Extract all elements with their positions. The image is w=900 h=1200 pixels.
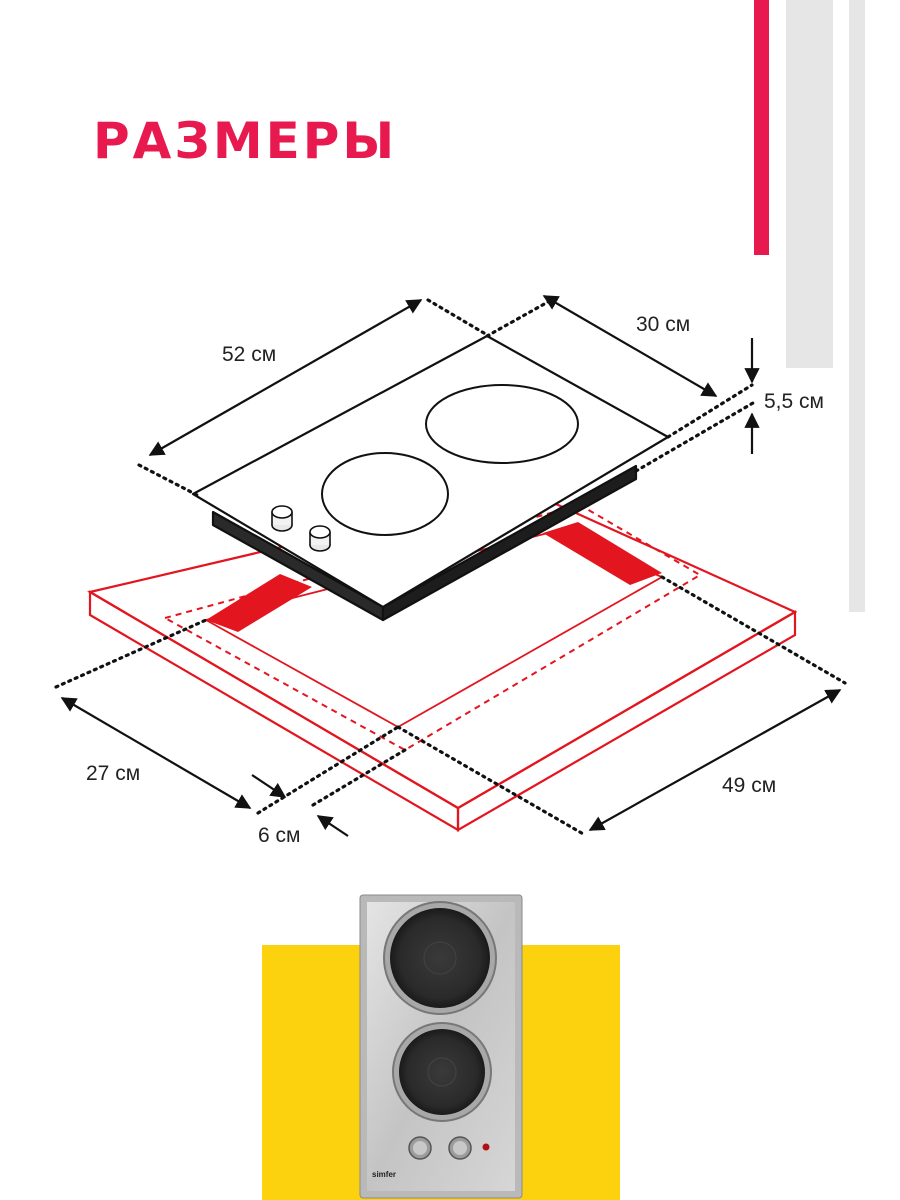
cutout-band-left <box>206 574 312 632</box>
burner-small <box>392 1022 492 1122</box>
gray-stripe-narrow <box>849 0 865 612</box>
burner-large <box>383 901 497 1015</box>
hob <box>191 334 670 622</box>
label-cutout-depth: 27 см <box>86 762 141 785</box>
accent-stripe <box>754 0 769 255</box>
brand-logo: simfer <box>372 1170 397 1179</box>
label-cutout-width: 49 см <box>722 774 777 797</box>
control-knobs <box>408 1136 490 1160</box>
gray-stripe-wide <box>786 0 833 368</box>
cutout-band-right <box>543 522 662 585</box>
dimension-arrows <box>60 295 842 837</box>
label-hob-height: 5,5 см <box>764 390 824 413</box>
page-title: РАЗМЕРЫ <box>93 112 398 170</box>
extension-lines <box>54 296 847 837</box>
label-hob-depth: 30 см <box>636 313 691 336</box>
label-min-offset: 6 см <box>258 824 301 847</box>
dimension-diagram <box>54 295 847 837</box>
label-hob-width: 52 см <box>222 343 277 366</box>
